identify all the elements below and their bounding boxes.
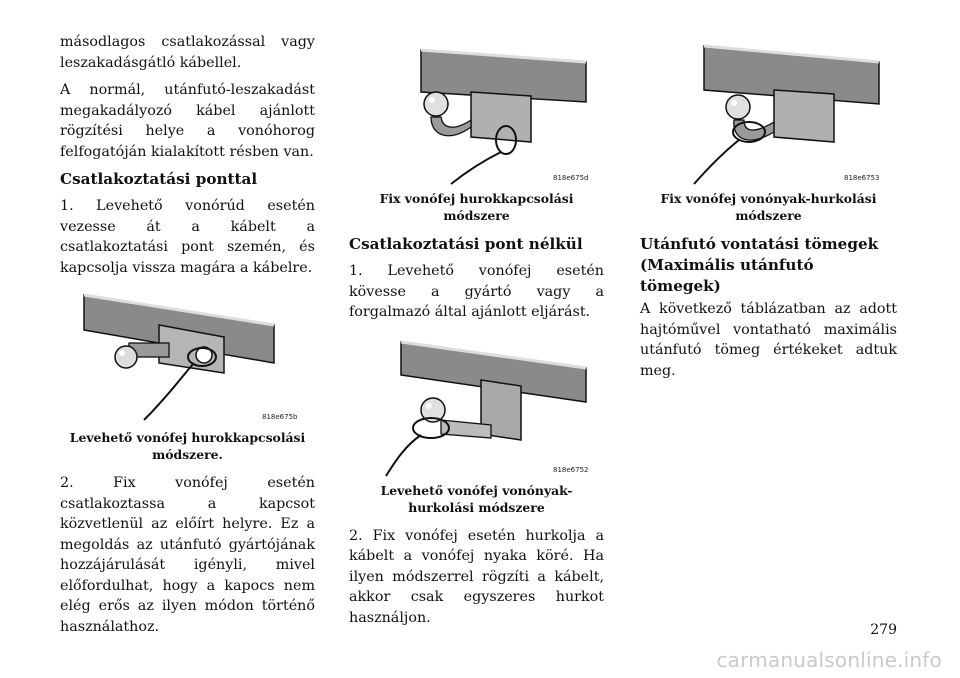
- figure-caption: Fix vonófej vonónyak-hurkolási módszere: [660, 191, 877, 223]
- figure-removable-neck-loop: 818e6752: [361, 330, 593, 480]
- paragraph-step2-fixed: 2. Fix vonófej esetén hurkolja a kábelt …: [349, 527, 604, 626]
- figure-code: 818e675d: [553, 174, 589, 182]
- paragraph-table-intro: A következő táblázatban az adott hajtómű…: [640, 301, 897, 379]
- figure-code: 818e6752: [553, 465, 589, 474]
- column-right: 818e6753 Fix vonófej vonónyak-hurkolási …: [640, 32, 897, 388]
- figure-caption: Fix vonófej hurokkapcsolási módszere: [379, 191, 574, 223]
- heading-max-trailer-weights: (Maximális utánfutó tömegek): [640, 256, 814, 295]
- heading-with-connection-point: Csatlakoztatási ponttal: [60, 170, 258, 188]
- heading-trailer-weights: Utánfutó vontatási tömegek: [640, 235, 879, 253]
- figure-caption: Levehető vonófej vonónyak-hurkolási móds…: [380, 482, 573, 515]
- figure-caption: Levehető vonófej hurokkapcsolási módszer…: [69, 430, 306, 462]
- figure-removable-hitch-loop: 818e675b: [74, 285, 302, 427]
- illustration-removable-neck: [384, 340, 587, 477]
- paragraph-normal-cable: A normál, utánfutó-leszakadást megakadál…: [60, 82, 315, 160]
- paragraph-step2-fixed: 2. Fix vonófej esetén csatlakoztassa a k…: [60, 475, 315, 635]
- column-middle: 818e675d Fix vonófej hurokkapcsolási mód…: [349, 32, 604, 635]
- figure-fixed-hitch-loop: 818e675d: [361, 32, 593, 188]
- paragraph-step1-removable: 1. Levehető vonórúd esetén vezesse át a …: [60, 198, 315, 276]
- paragraph-intro: másodlagos csatlakozással vagy leszakadá…: [60, 34, 315, 71]
- figure-code: 818e675b: [262, 413, 298, 421]
- illustration-fixed-hitch: [419, 48, 587, 185]
- page-number: 279: [870, 622, 897, 638]
- illustration-removable-hitch: [82, 293, 275, 421]
- figure-code: 818e6753: [844, 174, 880, 182]
- column-left: másodlagos csatlakozással vagy leszakadá…: [60, 32, 315, 644]
- paragraph-step1-removable: 1. Levehető vonófej esetén kövesse a gyá…: [349, 263, 604, 320]
- figure-fixed-neck-loop: 818e6753: [654, 32, 884, 188]
- watermark: carmanualsonline.info: [716, 648, 942, 672]
- heading-without-connection-point: Csatlakoztatási pont nélkül: [349, 235, 583, 253]
- illustration-fixed-neck: [692, 44, 880, 185]
